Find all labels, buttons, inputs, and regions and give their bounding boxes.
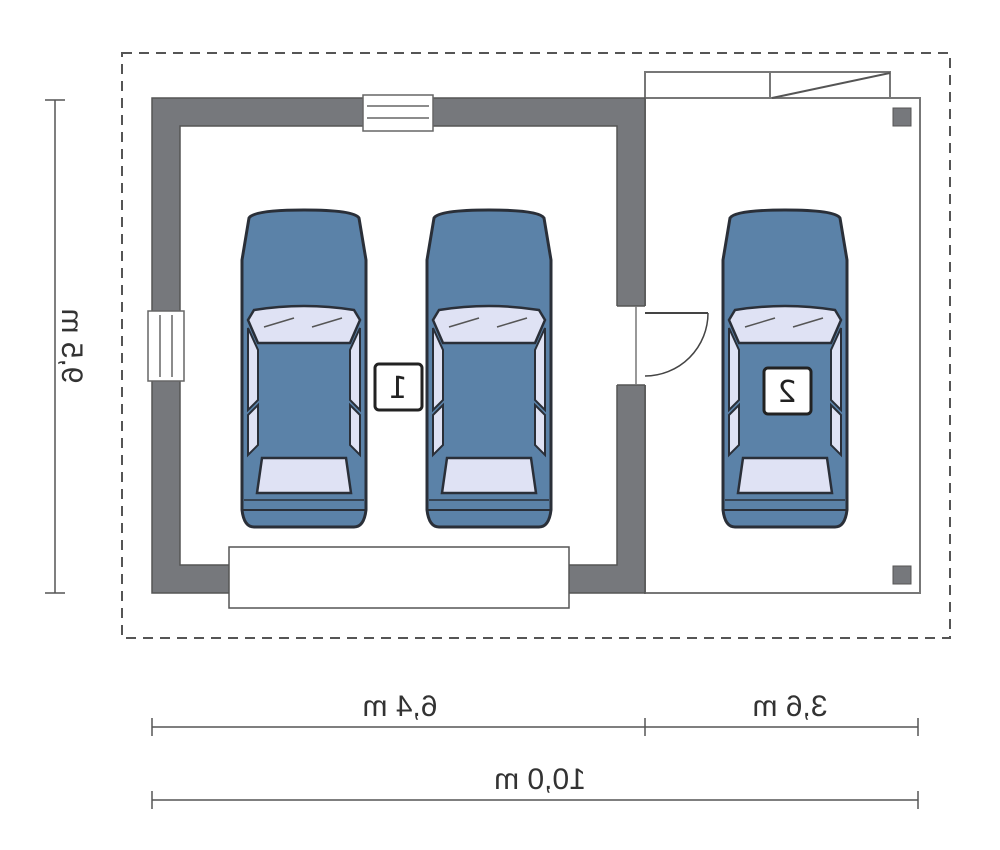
- door: [644, 312, 709, 377]
- car: [240, 208, 368, 529]
- carport-width-label: 3,6 m: [752, 690, 827, 723]
- car: [425, 208, 553, 529]
- dimension-depth: [45, 99, 65, 594]
- window-top: [362, 94, 434, 132]
- storage-box: [644, 71, 891, 99]
- total-width-label: 10,0 m: [494, 763, 586, 796]
- plot-boundary: [121, 52, 951, 639]
- window-left: [147, 310, 185, 382]
- garage-width-label: 6,4 m: [362, 690, 437, 723]
- space-label-1: 1: [373, 362, 424, 412]
- post: [892, 565, 912, 585]
- depth-label: 9,5 m: [55, 308, 88, 383]
- garage-door: [228, 546, 570, 609]
- dimension-widths: [151, 718, 919, 809]
- space-label-2: 2: [762, 366, 813, 416]
- garage-walls: [151, 97, 647, 594]
- post: [892, 107, 912, 127]
- svg-text:1: 1: [388, 371, 407, 406]
- svg-text:2: 2: [777, 375, 796, 410]
